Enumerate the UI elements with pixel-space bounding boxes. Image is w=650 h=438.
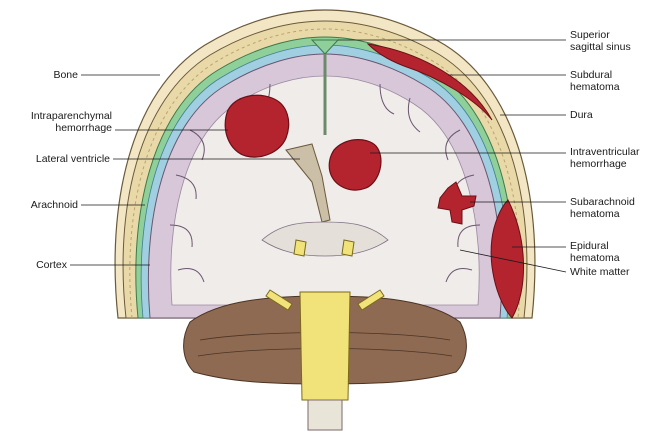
label-subarachnoid-hematoma: Subarachnoid hematoma	[570, 196, 635, 220]
brainstem	[299, 291, 351, 401]
cranial-nerves	[265, 239, 385, 311]
subdural-hematoma-shape	[366, 43, 493, 121]
label-white-matter: White matter	[570, 266, 630, 278]
label-subdural-hematoma: Subdural hematoma	[570, 69, 620, 93]
epidural-hematoma-shape	[490, 199, 524, 319]
subarachnoid-hematoma-shape	[437, 181, 477, 225]
lateral-ventricle-shape	[285, 143, 331, 223]
label-superior-sagittal-sinus: Superior sagittal sinus	[570, 29, 631, 53]
superior-sagittal-sinus	[310, 39, 340, 55]
leader-lines	[70, 39, 567, 273]
label-dura: Dura	[570, 109, 593, 121]
label-intraventricular-hemorrhage: Intraventricular hemorrhage	[570, 146, 640, 170]
intraventricular-hemorrhage-shape	[328, 139, 382, 191]
label-epidural-hematoma: Epidural hematoma	[570, 240, 620, 264]
label-intraparenchymal-hemorrhage: Intraparenchymal hemorrhage	[30, 110, 112, 134]
label-cortex: Cortex	[36, 259, 67, 271]
spinal-cord-section	[307, 399, 343, 431]
label-bone: Bone	[53, 69, 78, 81]
label-lateral-ventricle: Lateral ventricle	[35, 153, 110, 165]
label-arachnoid: Arachnoid	[30, 199, 78, 211]
intraparenchymal-hemorrhage-shape	[224, 94, 290, 158]
